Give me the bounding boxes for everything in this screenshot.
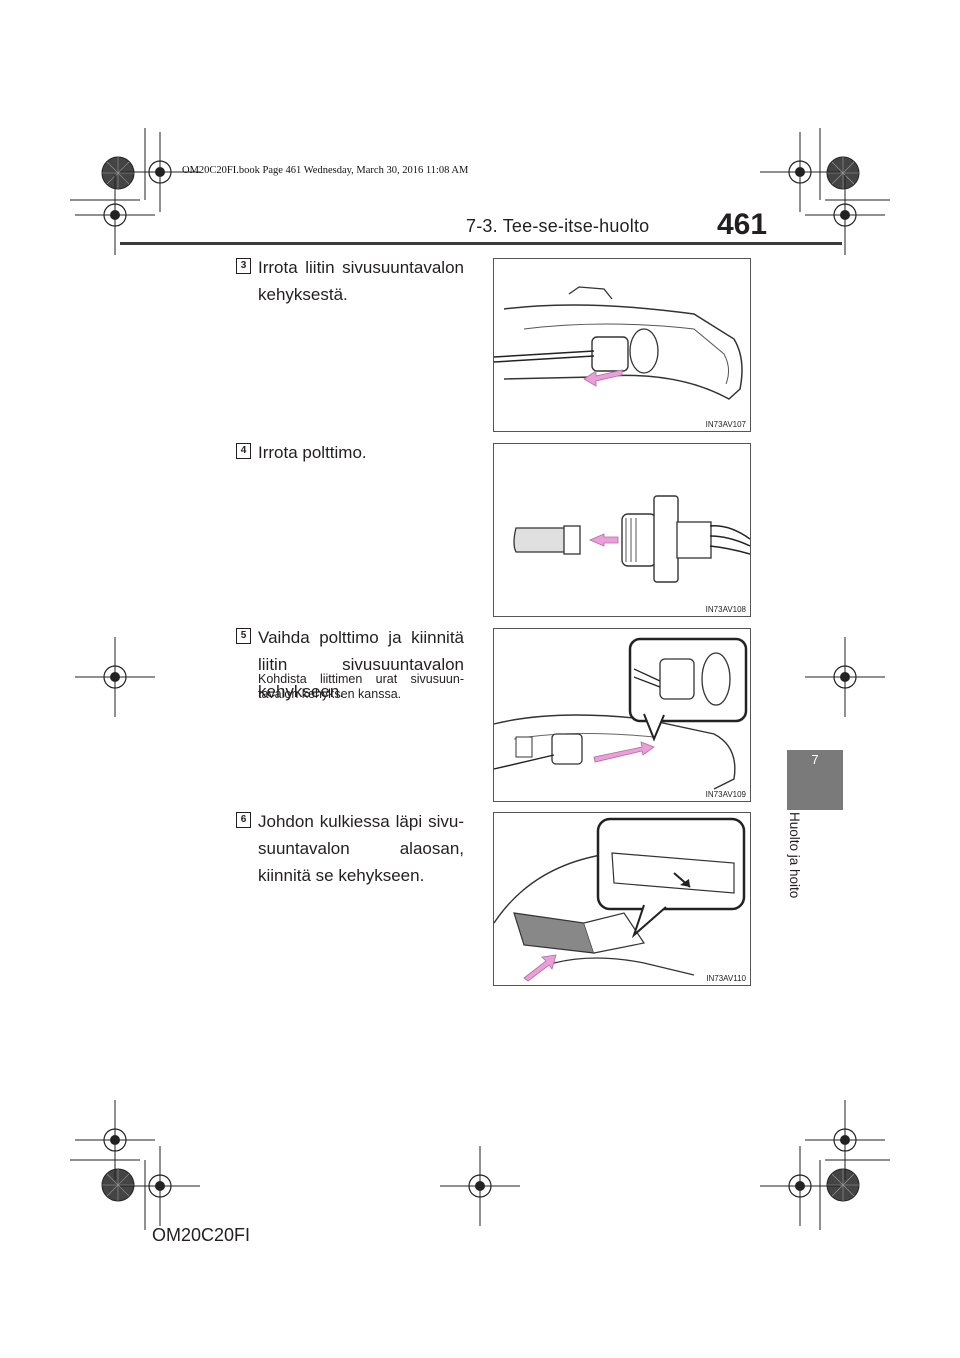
page-number: 461	[717, 208, 768, 241]
chapter-number: 7	[811, 752, 819, 767]
chapter-tab[interactable]	[787, 750, 843, 810]
figure-code: IN73AV107	[705, 420, 746, 429]
figure-code: IN73AV110	[706, 974, 746, 983]
connector-removal-illustration	[494, 286, 743, 400]
section-title: 7-3. Tee-se-itse-huolto	[466, 216, 650, 236]
chapter-label: Huolto ja hoito	[787, 812, 802, 899]
figure-step-5: IN73AV109	[493, 628, 751, 802]
step-number-badge: 6	[236, 812, 251, 828]
step-instruction: Johdon kulkiessa läpi sivu-suuntavalon a…	[258, 812, 464, 885]
step-note: Kohdista liittimen urat sivusuun-tavalon…	[258, 672, 464, 701]
step-instruction: Vaihda polttimo ja kiinnitä liitin sivus…	[258, 628, 464, 701]
figure-code: IN73AV108	[705, 605, 746, 614]
step-number-badge: 4	[236, 443, 251, 459]
book-info: OM20C20FI.book Page 461 Wednesday, March…	[182, 165, 469, 176]
figure-step-6: IN73AV110	[493, 812, 751, 986]
step-instruction: Irrota polttimo.	[258, 443, 367, 462]
figure-step-4: IN73AV108	[493, 443, 751, 617]
step-instruction: Irrota liitin sivusuuntavalon kehyksestä…	[258, 258, 464, 304]
header-rule	[120, 242, 842, 245]
figure-code: IN73AV109	[705, 790, 746, 799]
connector-install-illustration	[494, 637, 748, 790]
bulb-removal-illustration	[513, 495, 750, 583]
step-number-badge: 5	[236, 628, 251, 644]
lamp-fitting-illustration	[494, 817, 746, 982]
document-code: OM20C20FI	[152, 1225, 251, 1245]
figure-step-3: IN73AV107	[493, 258, 751, 432]
step-number-badge: 3	[236, 258, 251, 274]
